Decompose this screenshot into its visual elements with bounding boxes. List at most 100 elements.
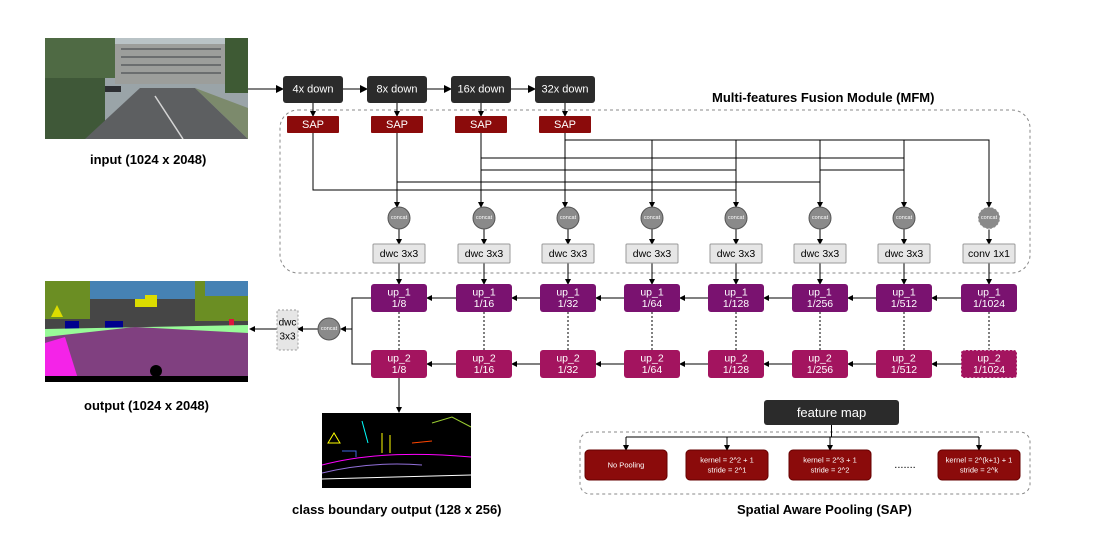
up1-block-8 xyxy=(961,284,1017,312)
down-label-1: 4x down xyxy=(293,84,334,96)
conv-box xyxy=(962,243,1016,264)
feature-map-label: feature map xyxy=(797,405,866,420)
up1-scale-4: 1/64 xyxy=(642,298,663,310)
dwc-box-2 xyxy=(457,243,511,264)
up2-scale-6: 1/256 xyxy=(807,364,833,376)
sap-block-3 xyxy=(455,116,507,133)
concat-label-2: concat xyxy=(476,215,493,221)
up1-block-1 xyxy=(371,284,427,312)
feature-map-box xyxy=(764,400,899,425)
down-block-3 xyxy=(451,76,511,103)
up1-name-1: up_1 xyxy=(387,287,411,299)
up1-name-8: up_1 xyxy=(977,287,1001,299)
up1-name-3: up_1 xyxy=(556,287,580,299)
up1-block-4 xyxy=(624,284,680,312)
up1-block-2 xyxy=(456,284,512,312)
concat-label-6: concat xyxy=(812,215,829,221)
final-dwc-label-2: 3x3 xyxy=(279,332,296,343)
up2-scale-1: 1/8 xyxy=(392,364,407,376)
concat-label-5: concat xyxy=(728,215,745,221)
concat-label-3: concat xyxy=(560,215,577,221)
sap-detail-box-3 xyxy=(788,449,872,481)
conv-label: conv 1x1 xyxy=(968,248,1010,260)
down-block-4 xyxy=(535,76,595,103)
dwc-label-5: dwc 3x3 xyxy=(717,248,756,260)
sap-detail-kernel-3: kernel = 2^3 + 1 xyxy=(803,456,857,465)
sap-detail-stride-3: stride = 2^2 xyxy=(811,466,850,475)
concat-label-1: concat xyxy=(391,215,408,221)
up1-name-4: up_1 xyxy=(640,287,664,299)
concat-node-2 xyxy=(472,206,496,230)
concat-node-7 xyxy=(892,206,916,230)
up2-scale-7: 1/512 xyxy=(891,364,917,376)
dwc-label-2: dwc 3x3 xyxy=(465,248,504,260)
sap-detail-box-1 xyxy=(584,449,668,481)
up2-scale-8: 1/1024 xyxy=(973,364,1005,376)
up2-block-4 xyxy=(624,350,680,378)
up2-scale-2: 1/16 xyxy=(474,364,495,376)
down-block-1 xyxy=(283,76,343,103)
up2-name-7: up_2 xyxy=(892,353,916,365)
output-segmentation-image xyxy=(45,281,248,382)
up2-block-8 xyxy=(960,349,1018,379)
sap-label-2: SAP xyxy=(386,119,408,131)
concat-label-8: concat xyxy=(981,215,998,221)
concat-node-8 xyxy=(977,206,1001,230)
up2-block-1 xyxy=(371,350,427,378)
sap-detail-box-4 xyxy=(937,449,1021,481)
mfm-title: Multi-features Fusion Module (MFM) xyxy=(712,90,935,105)
mfm-region xyxy=(279,109,1031,274)
connector-line xyxy=(397,181,823,208)
up2-name-6: up_2 xyxy=(808,353,832,365)
output-caption: output (1024 x 2048) xyxy=(84,398,209,413)
dwc-label-6: dwc 3x3 xyxy=(801,248,840,260)
up1-block-5 xyxy=(708,284,764,312)
sap-detail-box-2 xyxy=(685,449,769,481)
dwc-box-5 xyxy=(709,243,763,264)
down-label-3: 16x down xyxy=(457,84,504,96)
sap-detail-stride-2: stride = 2^1 xyxy=(708,466,747,475)
final-concat-label: concat xyxy=(321,326,338,332)
down-label-2: 8x down xyxy=(377,84,418,96)
connector-line xyxy=(312,133,739,208)
sap-detail-label-1: No Pooling xyxy=(608,461,645,470)
sap-title: Spatial Aware Pooling (SAP) xyxy=(737,502,912,517)
up1-name-6: up_1 xyxy=(808,287,832,299)
dwc-label-7: dwc 3x3 xyxy=(885,248,924,260)
concat-node-5 xyxy=(724,206,748,230)
up1-name-2: up_1 xyxy=(472,287,496,299)
concat-node-3 xyxy=(556,206,580,230)
up2-scale-4: 1/64 xyxy=(642,364,663,376)
up1-scale-6: 1/256 xyxy=(807,298,833,310)
sap-detail-kernel-2: kernel = 2^2 + 1 xyxy=(700,456,754,465)
sap-block-1 xyxy=(287,116,339,133)
up2-name-5: up_2 xyxy=(724,353,748,365)
dwc-box-6 xyxy=(793,243,847,264)
dwc-label-1: dwc 3x3 xyxy=(380,248,419,260)
up1-scale-8: 1/1024 xyxy=(973,298,1005,310)
up1-block-3 xyxy=(540,284,596,312)
dwc-box-4 xyxy=(625,243,679,264)
up2-block-3 xyxy=(540,350,596,378)
sap-detail-stride-4: stride = 2^k xyxy=(960,466,999,475)
up2-block-5 xyxy=(708,350,764,378)
up2-name-3: up_2 xyxy=(556,353,580,365)
dwc-box-3 xyxy=(541,243,595,264)
up2-block-2 xyxy=(456,350,512,378)
sap-label-1: SAP xyxy=(302,119,324,131)
up2-scale-5: 1/128 xyxy=(723,364,749,376)
up2-name-4: up_2 xyxy=(640,353,664,365)
up1-scale-1: 1/8 xyxy=(392,298,407,310)
input-caption: input (1024 x 2048) xyxy=(90,152,207,167)
concat-label-7: concat xyxy=(896,215,913,221)
up1-name-5: up_1 xyxy=(724,287,748,299)
final-dwc-label-1: dwc xyxy=(279,318,297,329)
sap-label-4: SAP xyxy=(554,119,576,131)
up2-name-1: up_2 xyxy=(387,353,411,365)
up1-scale-5: 1/128 xyxy=(723,298,749,310)
concat-label-4: concat xyxy=(644,215,661,221)
left-bracket-line xyxy=(351,297,371,365)
input-image xyxy=(45,38,248,139)
dwc-label-4: dwc 3x3 xyxy=(633,248,672,260)
